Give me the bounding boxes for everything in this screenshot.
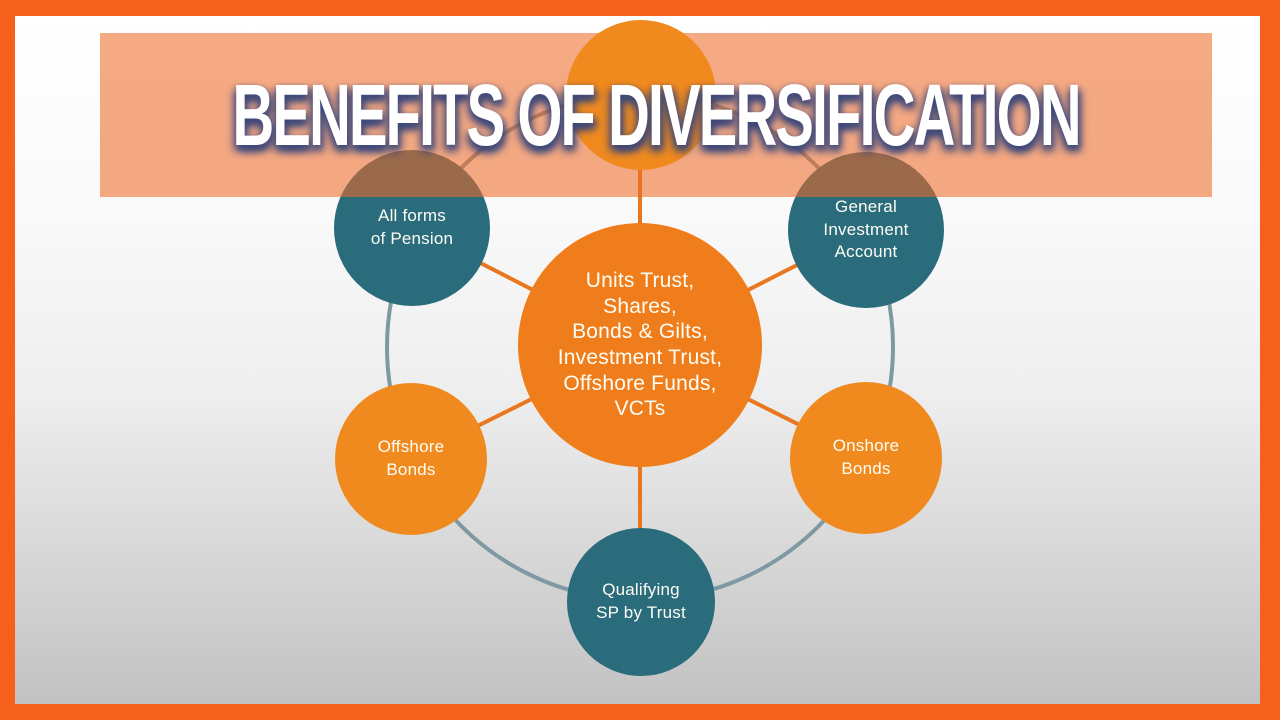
circle-label: Offshore Bonds	[377, 437, 445, 479]
circle-label: Onshore Bonds	[832, 436, 900, 478]
circle-label: General Investment Account	[823, 196, 909, 262]
circle-label: All forms of Pension	[370, 206, 454, 248]
circle-onshore-bonds: Onshore Bonds	[790, 382, 942, 534]
circle-qualifying-sp-by-trust: Qualifying SP by Trust	[567, 528, 715, 676]
circle-top	[566, 20, 716, 170]
diagram-area: All forms of Pension General Investment …	[15, 16, 1260, 704]
circle-offshore-bonds: Offshore Bonds	[335, 383, 487, 535]
hub-label: Units Trust, Shares, Bonds & Gilts, Inve…	[557, 269, 723, 421]
circle-label: Qualifying SP by Trust	[596, 580, 686, 622]
circle-hub-investment-types: Units Trust, Shares, Bonds & Gilts, Inve…	[518, 223, 762, 467]
